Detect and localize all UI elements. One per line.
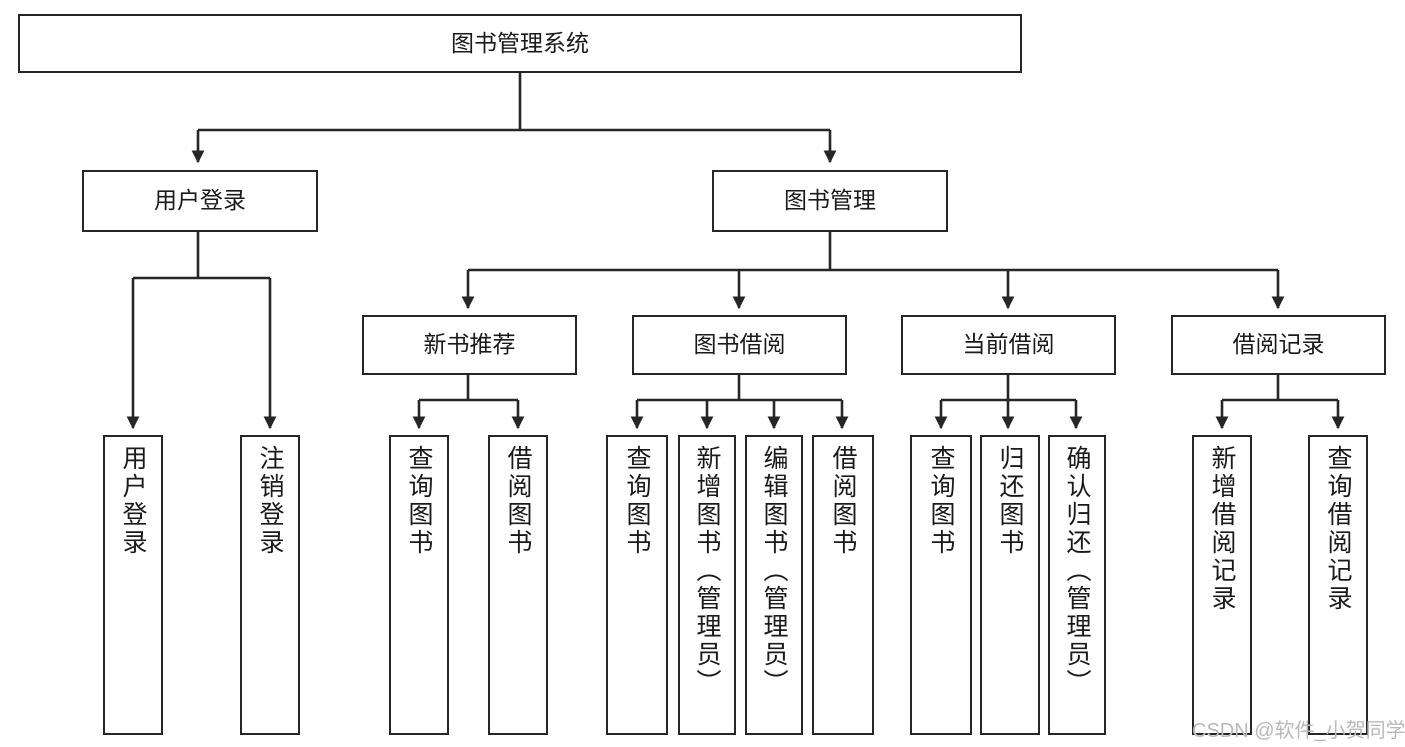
leaf-recommend-borrow-book[interactable]: 借阅图书	[488, 435, 548, 735]
leaf-edit-book-admin-label: 编辑图书（管理员）	[760, 445, 788, 697]
leaf-add-book-admin[interactable]: 新增图书（管理员）	[678, 435, 736, 735]
node-user-login-label: 用户登录	[154, 187, 246, 214]
leaf-borrow-lend-book[interactable]: 借阅图书	[812, 435, 874, 735]
node-root[interactable]: 图书管理系统	[18, 14, 1022, 73]
node-root-label: 图书管理系统	[451, 29, 589, 56]
node-book-borrow[interactable]: 图书借阅	[632, 315, 847, 375]
leaf-current-query-book[interactable]: 查询图书	[910, 435, 972, 735]
node-borrow-record[interactable]: 借阅记录	[1171, 315, 1386, 375]
node-book-management-label: 图书管理	[784, 187, 876, 214]
node-new-book-recommend-label: 新书推荐	[423, 331, 516, 358]
leaf-current-query-book-label: 查询图书	[927, 445, 955, 557]
leaf-add-borrow-record-label: 新增借阅记录	[1208, 445, 1236, 613]
leaf-return-book-label: 归还图书	[996, 445, 1024, 557]
node-current-borrow[interactable]: 当前借阅	[901, 315, 1116, 375]
leaf-query-borrow-record[interactable]: 查询借阅记录	[1308, 435, 1368, 735]
leaf-edit-book-admin[interactable]: 编辑图书（管理员）	[745, 435, 803, 735]
leaf-user-login-label: 用户登录	[119, 445, 147, 557]
leaf-recommend-query-book[interactable]: 查询图书	[389, 435, 449, 735]
leaf-user-login[interactable]: 用户登录	[103, 435, 163, 735]
leaf-query-borrow-record-label: 查询借阅记录	[1324, 445, 1352, 613]
leaf-add-book-admin-label: 新增图书（管理员）	[693, 445, 721, 697]
leaf-logout-label: 注销登录	[256, 445, 284, 557]
node-borrow-record-label: 借阅记录	[1232, 331, 1325, 358]
leaf-return-book[interactable]: 归还图书	[980, 435, 1040, 735]
node-current-borrow-label: 当前借阅	[962, 331, 1055, 358]
leaf-confirm-return-admin-label: 确认归还（管理员）	[1063, 445, 1091, 697]
leaf-recommend-borrow-book-label: 借阅图书	[504, 445, 532, 557]
leaf-recommend-query-book-label: 查询图书	[405, 445, 433, 557]
leaf-borrow-query-book-label: 查询图书	[623, 445, 651, 557]
leaf-logout[interactable]: 注销登录	[240, 435, 300, 735]
node-book-borrow-label: 图书借阅	[693, 331, 786, 358]
leaf-borrow-query-book[interactable]: 查询图书	[606, 435, 668, 735]
leaf-confirm-return-admin[interactable]: 确认归还（管理员）	[1048, 435, 1106, 735]
node-book-management[interactable]: 图书管理	[712, 170, 948, 232]
node-new-book-recommend[interactable]: 新书推荐	[362, 315, 577, 375]
leaf-add-borrow-record[interactable]: 新增借阅记录	[1192, 435, 1252, 735]
leaf-borrow-lend-book-label: 借阅图书	[829, 445, 857, 557]
node-user-login[interactable]: 用户登录	[82, 170, 318, 232]
